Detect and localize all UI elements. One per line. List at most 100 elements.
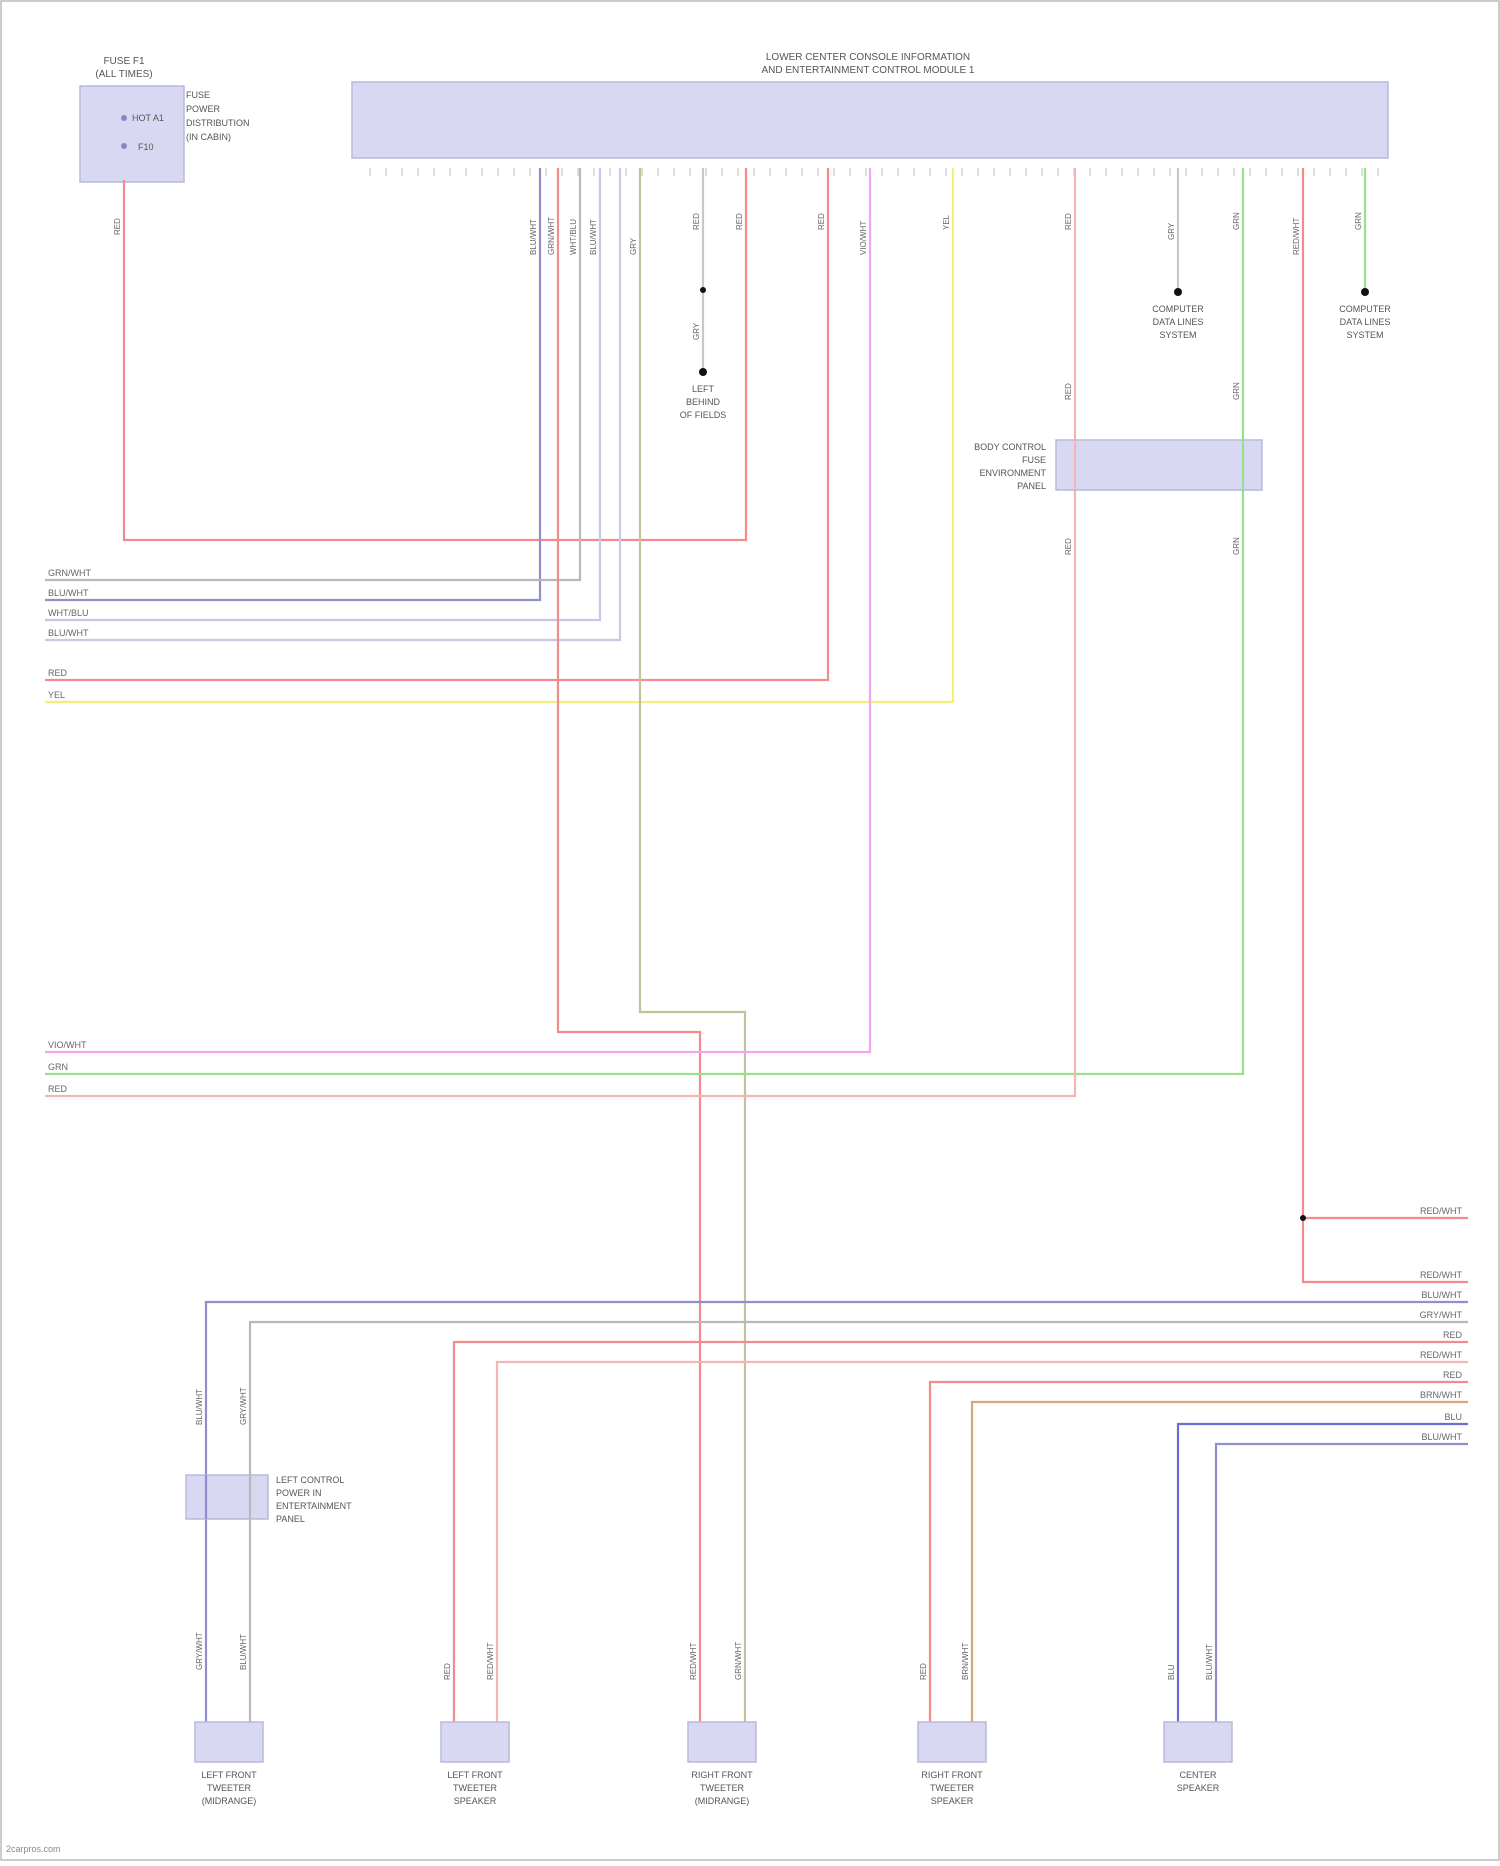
right-bus-label-7: RED (1443, 1370, 1463, 1380)
bus-a-label-3: WHT/BLU (48, 608, 89, 618)
speaker-1-line2: TWEETER (207, 1783, 251, 1793)
bus-b-label-1: VIO/WHT (48, 1040, 87, 1050)
wl-t12: GRN (1232, 212, 1241, 230)
fuse-label-2: POWER (186, 104, 221, 114)
fuse-label-1: FUSE (186, 90, 210, 100)
ground-left-2: BEHIND (686, 397, 721, 407)
splice-dot-right (1300, 1215, 1306, 1221)
fuse-title-2: (ALL TIMES) (95, 69, 152, 80)
ground-dot-right (1361, 288, 1369, 296)
ground-dot-mid (1174, 288, 1182, 296)
wl-s3a: RED/WHT (689, 1643, 698, 1680)
wl-t7: RED (735, 213, 744, 230)
fuse-pin-dot-1 (121, 115, 127, 121)
mid-connector-2: FUSE (1022, 455, 1046, 465)
bus-a-label-2: GRN/WHT (48, 568, 91, 578)
left-connector-3: ENTERTAINMENT (276, 1501, 352, 1511)
speaker-3-line3: (MIDRANGE) (695, 1796, 750, 1806)
left-connector-4: PANEL (276, 1514, 305, 1524)
ground-mid-3: SYSTEM (1159, 330, 1196, 340)
left-connector-1: LEFT CONTROL (276, 1475, 344, 1485)
wl-s1b: BLU/WHT (239, 1634, 248, 1670)
wl-s1a: GRY/WHT (195, 1632, 204, 1670)
speaker-1-line1: LEFT FRONT (201, 1770, 257, 1780)
right-bus-label-4: GRY/WHT (1420, 1310, 1463, 1320)
wl-t11b: GRY (1167, 222, 1176, 240)
speaker-4-line1: RIGHT FRONT (921, 1770, 983, 1780)
fuse-label-4: (IN CABIN) (186, 132, 231, 142)
wl-t13: RED/WHT (1292, 218, 1301, 255)
ground-dot-left (699, 368, 707, 376)
speaker-2-line2: TWEETER (453, 1783, 497, 1793)
wl-t4: BLU/WHT (589, 219, 598, 255)
speaker-4-line3: SPEAKER (931, 1796, 974, 1806)
bus-b-label-3: RED (48, 1084, 68, 1094)
wl-t14: GRN (1354, 212, 1363, 230)
ground-left-3: OF FIELDS (680, 410, 727, 420)
left-connector-2: POWER IN (276, 1488, 322, 1498)
speaker-5-line1: CENTER (1179, 1770, 1217, 1780)
ground-right-2: DATA LINES (1340, 317, 1391, 327)
wl-t2: GRN/WHT (547, 217, 556, 255)
bus-a-label-6: YEL (48, 690, 65, 700)
wl-t3: WHT/BLU (569, 219, 578, 255)
fuse-label-3: DISTRIBUTION (186, 118, 250, 128)
speaker-box-4 (918, 1722, 986, 1762)
fuse-box-rect (80, 86, 184, 182)
wl-t15: RED (1064, 213, 1073, 230)
wl-s2a: RED (443, 1663, 452, 1680)
wl-t1: BLU/WHT (529, 219, 538, 255)
speaker-5-line2: SPEAKER (1177, 1783, 1220, 1793)
speaker-3-line1: RIGHT FRONT (691, 1770, 753, 1780)
right-bus-label-6: RED/WHT (1420, 1350, 1462, 1360)
main-module-box (352, 82, 1388, 158)
fuse-pin-dot-2 (121, 143, 127, 149)
right-bus-label-10: BLU/WHT (1422, 1432, 1463, 1442)
mid-connector-box (1056, 440, 1262, 490)
wl-t16: GRN (1232, 382, 1241, 400)
wl-t10: RED (817, 213, 826, 230)
wl-t18: GRN (1232, 537, 1241, 555)
ground-left-1: LEFT (692, 384, 715, 394)
splice-dot (700, 287, 706, 293)
wl-t17: RED (1064, 383, 1073, 400)
wl-t8: VIO/WHT (859, 221, 868, 255)
speaker-box-1 (195, 1722, 263, 1762)
right-bus-label-5: RED (1443, 1330, 1463, 1340)
right-bus-label-2: RED/WHT (1420, 1270, 1462, 1280)
right-bus-label-1: RED/WHT (1420, 1206, 1462, 1216)
bus-a-label-4: BLU/WHT (48, 628, 89, 638)
bus-a-label-5: RED (48, 668, 68, 678)
mid-connector-1: BODY CONTROL (974, 442, 1046, 452)
bus-a-label-1: BLU/WHT (48, 588, 89, 598)
wl-s2b: RED/WHT (486, 1643, 495, 1680)
speaker-4-line2: TWEETER (930, 1783, 974, 1793)
wl-fuse-out: RED (113, 218, 122, 235)
speaker-2-line3: SPEAKER (454, 1796, 497, 1806)
wl-c1: BLU/WHT (195, 1389, 204, 1425)
main-module-title-2: AND ENTERTAINMENT CONTROL MODULE 1 (762, 65, 975, 76)
footer-credit: 2carpros.com (6, 1844, 61, 1854)
wl-s5b: BLU/WHT (1205, 1644, 1214, 1680)
speaker-3-line2: TWEETER (700, 1783, 744, 1793)
bus-b-label-2: GRN (48, 1062, 68, 1072)
fuse-pin-1: HOT A1 (132, 113, 164, 123)
ground-right-3: SYSTEM (1346, 330, 1383, 340)
wl-t5: GRY (629, 237, 638, 255)
fuse-pin-2: F10 (138, 142, 154, 152)
wl-s3b: GRN/WHT (734, 1642, 743, 1680)
mid-connector-3: ENVIRONMENT (979, 468, 1046, 478)
left-connector-box (186, 1475, 268, 1519)
speaker-box-2 (441, 1722, 509, 1762)
speaker-box-3 (688, 1722, 756, 1762)
wl-t17b: RED (1064, 538, 1073, 555)
wl-t6: RED (692, 213, 701, 230)
wl-t9: YEL (942, 214, 951, 230)
main-module-title-1: LOWER CENTER CONSOLE INFORMATION (766, 52, 970, 63)
speaker-1-line3: (MIDRANGE) (202, 1796, 257, 1806)
wl-s4a: RED (919, 1663, 928, 1680)
mid-connector-4: PANEL (1017, 481, 1046, 491)
